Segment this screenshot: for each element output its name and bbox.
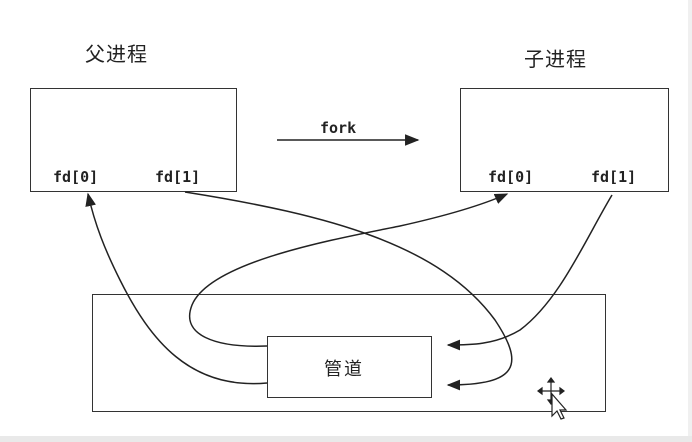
child-fd0-label: fd[0] <box>488 168 534 186</box>
parent-fd1-label: fd[1] <box>155 168 201 186</box>
window-edge-bottom <box>0 436 692 442</box>
child-fd1-label: fd[1] <box>591 168 637 186</box>
window-edge-right <box>688 0 692 442</box>
move-cursor-icon <box>537 377 568 420</box>
child-fd1-to-pipe <box>446 194 613 351</box>
child-process-title: 子进程 <box>524 47 587 71</box>
pipe-to-parent-fd0 <box>85 192 268 385</box>
pipe-to-child-fd0 <box>189 193 509 347</box>
pipe-label: 管道 <box>324 359 364 380</box>
parent-process-title: 父进程 <box>85 42 148 66</box>
parent-fd1-to-pipe <box>184 191 513 391</box>
parent-process-box <box>30 88 237 192</box>
pipe-box <box>267 336 432 398</box>
child-process-box <box>460 88 669 192</box>
parent-fd0-label: fd[0] <box>53 168 99 186</box>
fork-label: fork <box>320 119 357 137</box>
